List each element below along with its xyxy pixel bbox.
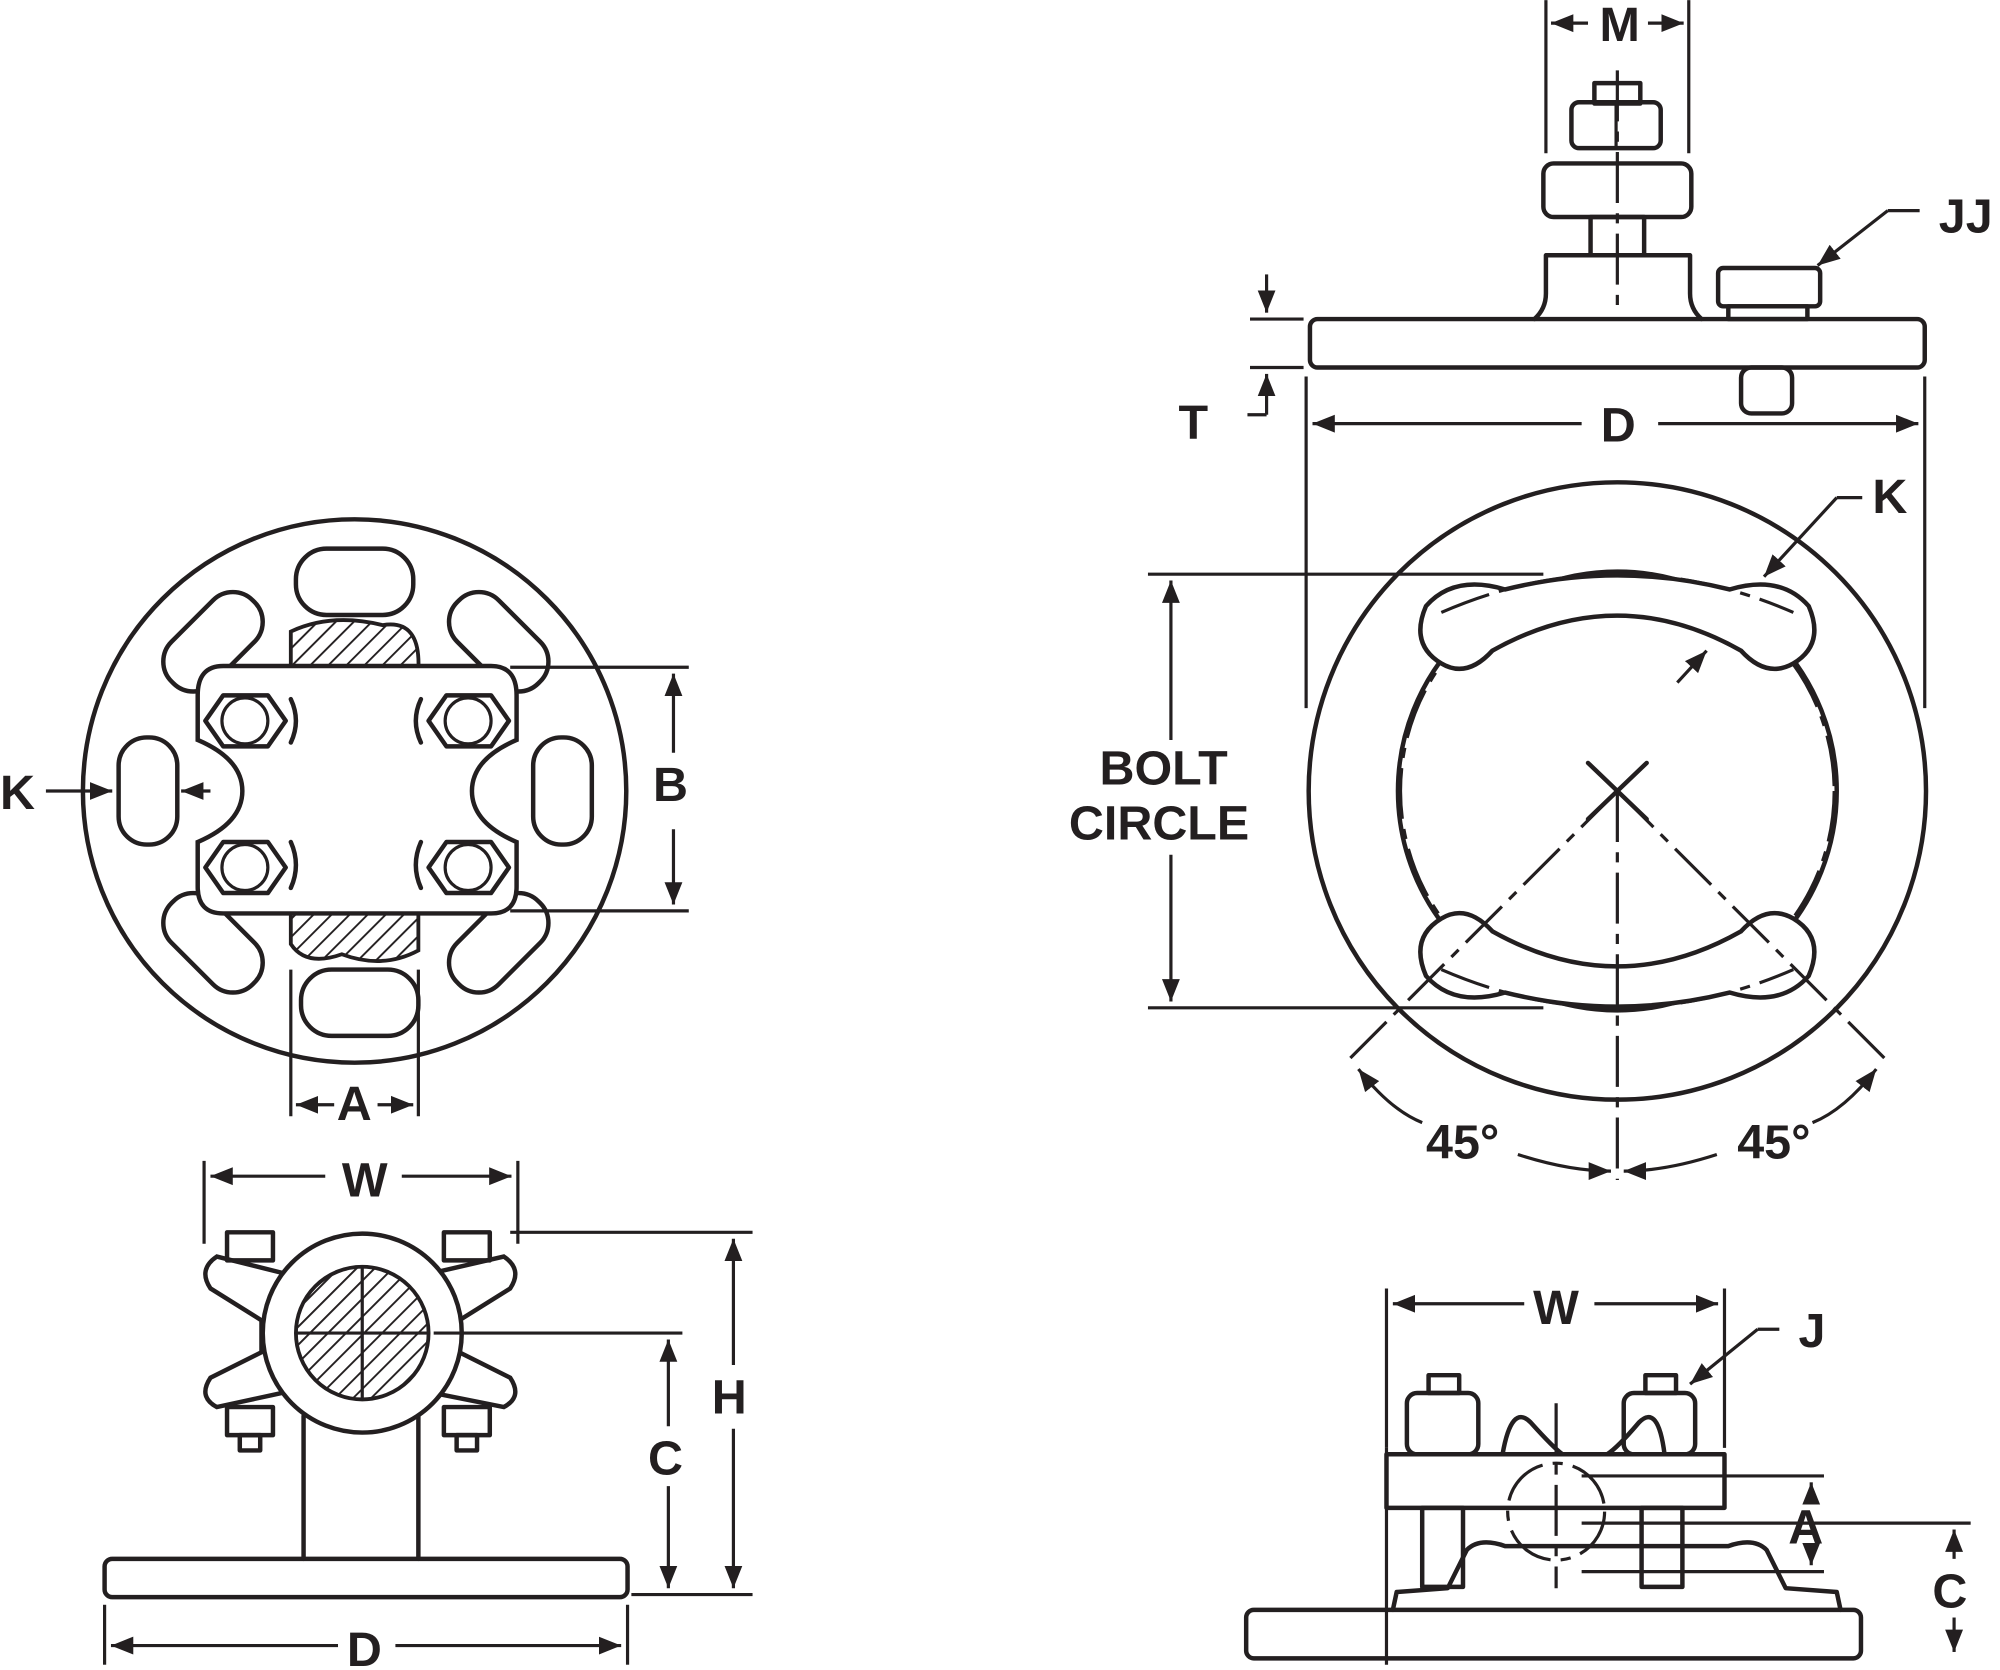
dim-label-c: C <box>1932 1564 1967 1618</box>
label-jj: JJ <box>1939 189 1993 243</box>
label-k: K <box>1872 470 1907 524</box>
dim-label-m: M <box>1599 0 1639 52</box>
dim-label-a: A <box>337 1077 372 1131</box>
top-left-plan-view: B A K <box>0 517 689 1131</box>
dim-label-w: W <box>1533 1281 1579 1335</box>
top-right-elevation-view: M JJ T D <box>1179 0 1993 709</box>
dim-label-d: D <box>1601 399 1636 453</box>
label-circle: CIRCLE <box>1069 796 1249 850</box>
bottom-right-elevation-view: W J A C <box>1243 1281 1971 1665</box>
bolt-slots <box>116 546 595 1039</box>
dim-label-d: D <box>347 1623 382 1670</box>
dim-label-b: B <box>653 758 688 812</box>
bottom-left-elevation-view: W H C D <box>102 1154 753 1670</box>
dim-label-k: K <box>0 766 35 820</box>
dim-label-t: T <box>1179 396 1209 450</box>
hex-nuts <box>203 693 512 896</box>
dim-label-w: W <box>342 1154 388 1208</box>
angle-label-left: 45° <box>1426 1115 1499 1169</box>
dim-label-h: H <box>712 1370 747 1424</box>
label-j: J <box>1798 1304 1825 1358</box>
dim-label-c: C <box>648 1432 683 1486</box>
middle-right-plan-view: BOLT CIRCLE K 45° 45° <box>1069 470 1929 1181</box>
angle-label-right: 45° <box>1737 1115 1810 1169</box>
dim-label-a: A <box>1788 1501 1823 1555</box>
label-bolt: BOLT <box>1099 742 1228 796</box>
